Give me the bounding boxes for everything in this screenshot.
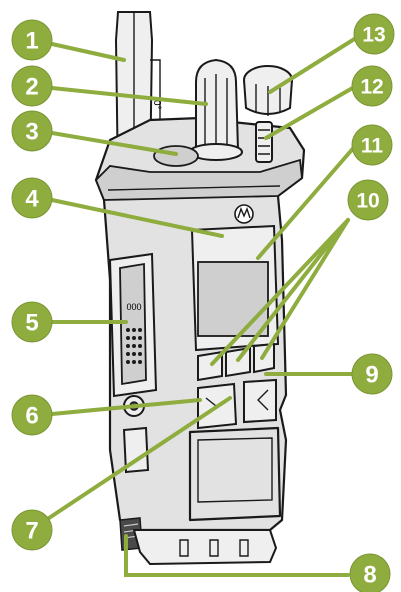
callout-8: 8 xyxy=(349,553,391,592)
svg-text:9: 9 xyxy=(365,362,378,389)
accessory-connector xyxy=(255,121,273,163)
callout-7: 7 xyxy=(11,509,53,551)
volume-knob xyxy=(243,65,293,116)
svg-text:4: 4 xyxy=(25,186,39,213)
svg-text:11: 11 xyxy=(361,135,384,158)
callout-13: 13 xyxy=(353,13,395,55)
callout-11: 11 xyxy=(351,124,393,166)
callout-4: 4 xyxy=(11,177,53,219)
svg-text:8: 8 xyxy=(363,562,376,589)
svg-text:10: 10 xyxy=(356,190,379,213)
leader-lines xyxy=(44,36,358,577)
callout-5: 5 xyxy=(11,301,53,343)
svg-text:5: 5 xyxy=(25,310,38,337)
svg-text:12: 12 xyxy=(360,76,383,99)
svg-text:7: 7 xyxy=(25,518,38,545)
display xyxy=(190,224,280,352)
callout-6: 6 xyxy=(11,394,53,436)
channel-knob xyxy=(189,58,243,161)
belt-clip: 000 xyxy=(108,252,158,398)
svg-text:1: 1 xyxy=(25,28,38,55)
callout-12: 12 xyxy=(351,65,393,107)
svg-text:13: 13 xyxy=(362,24,385,47)
callout-10: 10 xyxy=(347,179,389,221)
callout-2: 2 xyxy=(11,65,53,107)
callout-1: 1 xyxy=(11,19,53,61)
svg-text:6: 6 xyxy=(25,403,38,430)
callout-3: 3 xyxy=(11,110,53,152)
callout-9: 9 xyxy=(351,353,393,395)
clip-marks: 000 xyxy=(126,302,141,312)
callouts: 1 2 3 4 5 6 7 8 xyxy=(11,13,395,592)
svg-text:2: 2 xyxy=(25,74,38,101)
brand-logo xyxy=(234,204,254,224)
svg-text:3: 3 xyxy=(25,119,38,146)
antenna-mark-top: 0° xyxy=(151,100,162,110)
